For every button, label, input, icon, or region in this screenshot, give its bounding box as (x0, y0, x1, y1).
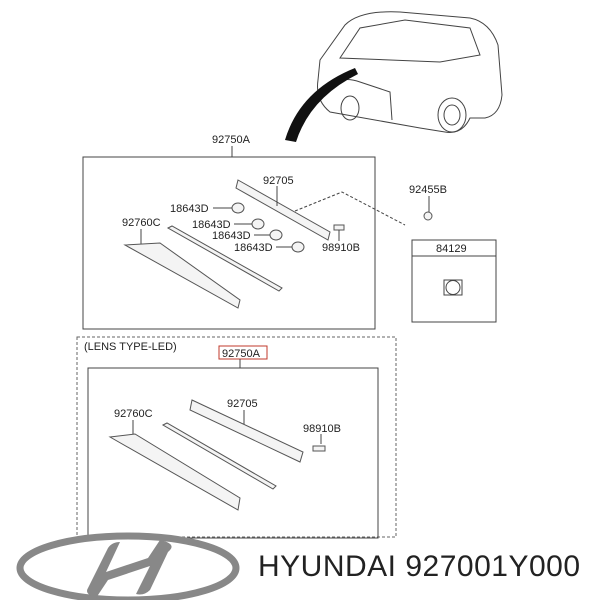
main-assembly: 92750A 92705 18643D 18643D 18643D 18643D… (82, 134, 497, 330)
part-label-lens: 92760C (122, 217, 161, 229)
led-housing-shape (189, 399, 304, 463)
part-label-lens: 92760C (114, 408, 153, 420)
aux-part-label: 84129 (436, 243, 467, 255)
led-lens-shape (108, 433, 241, 511)
brand-name: HYUNDAI (258, 550, 397, 583)
aux-part-box (411, 239, 497, 323)
part-label-housing: 92705 (227, 398, 258, 410)
car-illustration (285, 11, 503, 142)
part-label-bulb: 18643D (192, 219, 231, 231)
hyundai-logo (16, 532, 240, 600)
led-variant-title: (LENS TYPE-LED) (84, 341, 177, 353)
part-label-bulb: 18643D (212, 230, 251, 242)
footer-caption: HYUNDAI 927001Y000 (258, 550, 581, 584)
housing-shape (235, 179, 331, 241)
part-label-housing: 92705 (263, 175, 294, 187)
led-assembly-frame (87, 367, 379, 539)
part-number: 927001Y000 (405, 550, 581, 583)
part-label-socket: 98910B (303, 423, 341, 435)
part-label-socket: 98910B (322, 242, 360, 254)
led-variant: (LENS TYPE-LED) 92750A 92705 92760C 9891… (76, 336, 397, 539)
part-label-bulb: 18643D (170, 203, 209, 215)
assembly-frame (82, 156, 376, 330)
assembly-label: 92750A (212, 134, 251, 146)
part-label-bulb: 18643D (234, 242, 273, 254)
led-variant-frame (76, 336, 397, 538)
lens-shape (123, 242, 241, 309)
highlight-box (218, 345, 268, 360)
part-label-fastener: 92455B (409, 184, 447, 196)
led-assembly-label: 92750A (222, 348, 261, 360)
